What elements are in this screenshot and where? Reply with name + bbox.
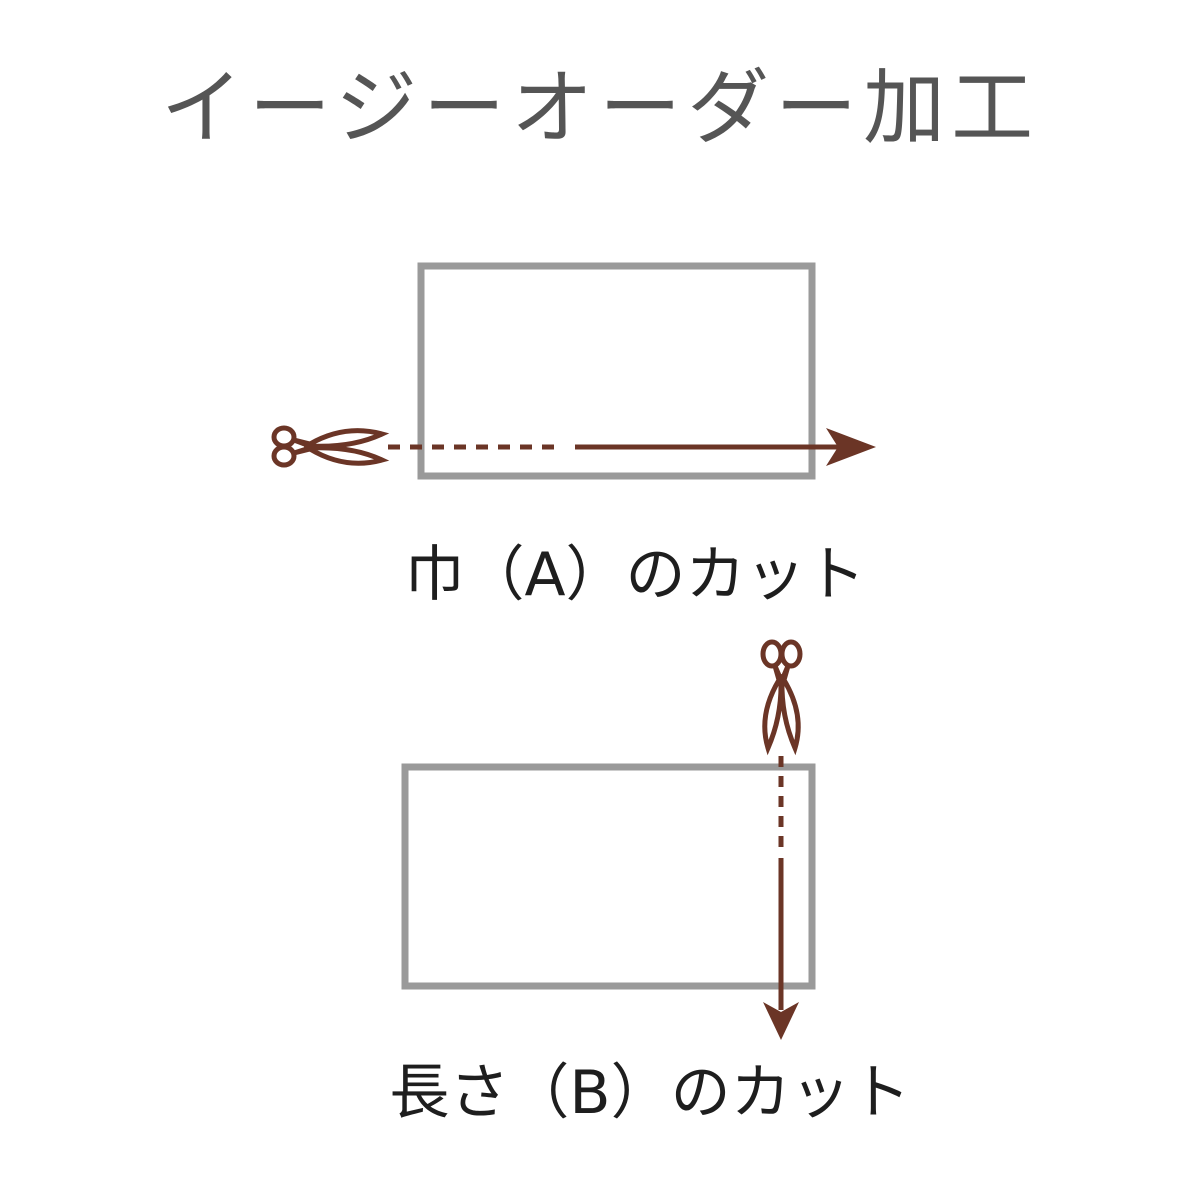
cut-length-label: 長さ（B）のカット [389,1058,911,1128]
page-title: イージーオーダー加工 [160,61,1040,156]
cut-width-label: 巾（A）のカット [404,540,866,610]
arrow-down-icon [763,1002,799,1040]
fabric-panel-b [401,763,816,990]
arrow-right-icon [826,428,876,466]
scissors-icon [271,425,390,468]
scissors-icon [760,639,803,756]
fabric-panel-a [417,262,816,480]
